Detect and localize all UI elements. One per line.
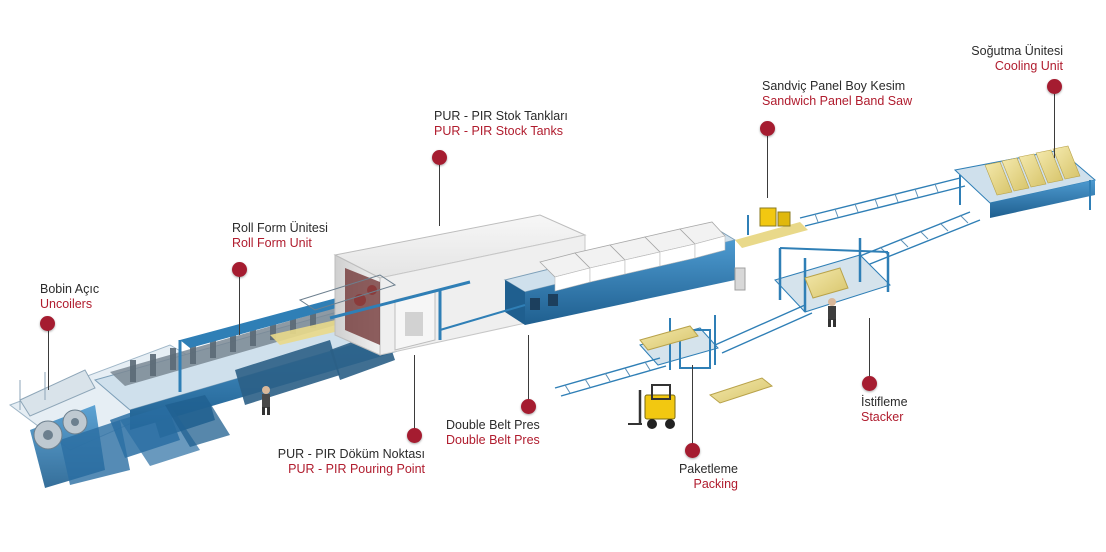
packed-panel-bundle <box>708 377 774 404</box>
worker-figure <box>262 386 270 415</box>
platform-steps <box>734 267 746 291</box>
label-dokum-tr: PUR - PIR Döküm Noktası <box>277 447 425 461</box>
label-doublebelt-en: Double Belt Pres <box>446 433 540 447</box>
leader-line-boykesim <box>767 136 769 198</box>
label-stoktank-en: PUR - PIR Stock Tanks <box>434 124 563 138</box>
leader-line-rollform <box>239 277 241 335</box>
label-sogutma-tr: Soğutma Ünitesi <box>971 44 1063 58</box>
label-boykesim-tr: Sandviç Panel Boy Kesim <box>762 79 906 93</box>
label-bobin-en: Uncoilers <box>40 297 93 311</box>
label-bobin-tr: Bobin Açıc <box>40 282 100 296</box>
worker-figure-2 <box>828 298 836 327</box>
label-rollform-en: Roll Form Unit <box>232 236 312 250</box>
conveyor-to-cooling <box>799 177 966 227</box>
double-belt-press <box>439 221 737 331</box>
callout-stoktank: PUR - PIR Stok Tankları PUR - PIR Stock … <box>434 109 568 139</box>
leader-line-doublebelt <box>528 335 530 401</box>
marker-dot-bobin <box>40 316 55 331</box>
marker-dot-rollform <box>232 262 247 277</box>
callout-bobin: Bobin Açıc Uncoilers <box>40 282 99 312</box>
label-stoktank-tr: PUR - PIR Stok Tankları <box>434 109 568 123</box>
marker-dot-boykesim <box>760 121 775 136</box>
callout-rollform: Roll Form Ünitesi Roll Form Unit <box>232 221 328 251</box>
label-paketleme-en: Packing <box>693 477 738 491</box>
cooling-unit <box>953 145 1097 218</box>
packing-outfeed-conveyor <box>554 357 667 397</box>
leader-line-sogutma <box>1054 94 1056 158</box>
band-saw-unit <box>735 207 808 248</box>
label-doublebelt-tr: Double Belt Pres <box>446 418 540 432</box>
label-dokum-en: PUR - PIR Pouring Point <box>288 462 425 476</box>
label-sogutma-en: Cooling Unit <box>994 59 1063 73</box>
stacker-machine <box>774 238 891 313</box>
leader-line-bobin <box>48 330 50 390</box>
callout-sogutma: Soğutma Ünitesi Cooling Unit <box>971 44 1063 74</box>
callout-boykesim: Sandviç Panel Boy Kesim Sandwich Panel B… <box>762 79 912 109</box>
label-rollform-tr: Roll Form Ünitesi <box>232 221 328 235</box>
packing-machine <box>639 315 719 370</box>
callout-dokum: PUR - PIR Döküm Noktası PUR - PIR Pourin… <box>278 447 425 477</box>
forklift <box>628 384 676 429</box>
marker-dot-stoktank <box>432 150 447 165</box>
marker-dot-istifleme <box>862 376 877 391</box>
stock-tanks-building <box>333 214 587 356</box>
callout-doublebelt: Double Belt Pres Double Belt Pres <box>446 418 540 448</box>
label-istifleme-tr: İstifleme <box>861 395 908 409</box>
label-paketleme-tr: Paketleme <box>678 462 738 476</box>
marker-dot-paketleme <box>685 443 700 458</box>
leader-line-dokum <box>414 355 416 430</box>
label-istifleme-en: Stacker <box>861 410 904 424</box>
callout-paketleme: Paketleme Packing <box>679 462 738 492</box>
stacker-to-packing-conveyor <box>714 304 813 354</box>
pouring-point-crane <box>298 274 471 340</box>
leader-line-stoktank <box>439 164 441 226</box>
leader-line-istifleme <box>869 318 871 378</box>
marker-dot-doublebelt <box>521 399 536 414</box>
callout-istifleme: İstifleme Stacker <box>861 395 908 425</box>
marker-dot-sogutma <box>1047 79 1062 94</box>
leader-line-paketleme <box>692 365 694 449</box>
label-boykesim-en: Sandwich Panel Band Saw <box>762 94 913 108</box>
marker-dot-dokum <box>407 428 422 443</box>
